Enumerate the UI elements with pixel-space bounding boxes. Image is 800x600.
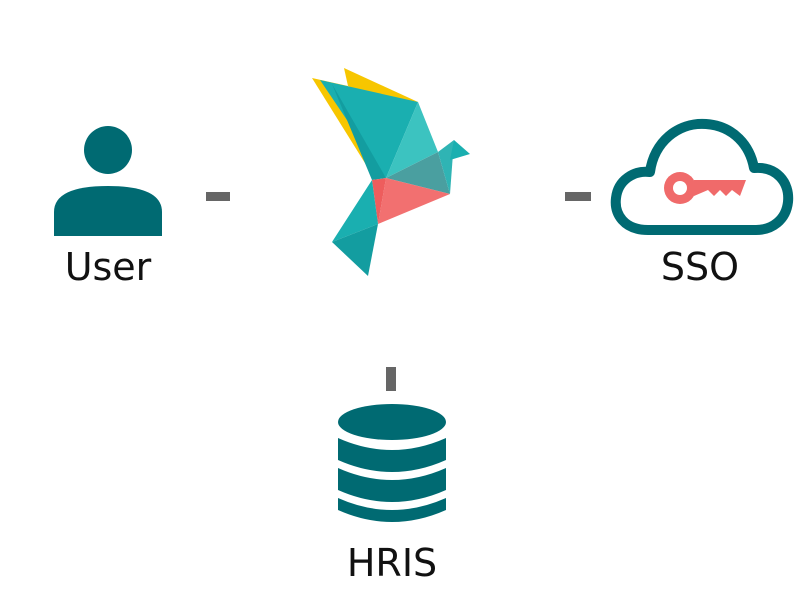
database-icon [338,404,446,522]
cloud-key-icon [610,118,794,235]
user-label: User [64,245,152,289]
hris-label: HRIS [346,541,438,585]
origami-bird-logo [312,68,470,276]
user-icon [54,126,162,236]
sso-label: SSO [660,245,740,289]
connector-center-hris [386,367,396,391]
connector-user-center [206,192,230,201]
connector-center-sso [565,192,591,201]
